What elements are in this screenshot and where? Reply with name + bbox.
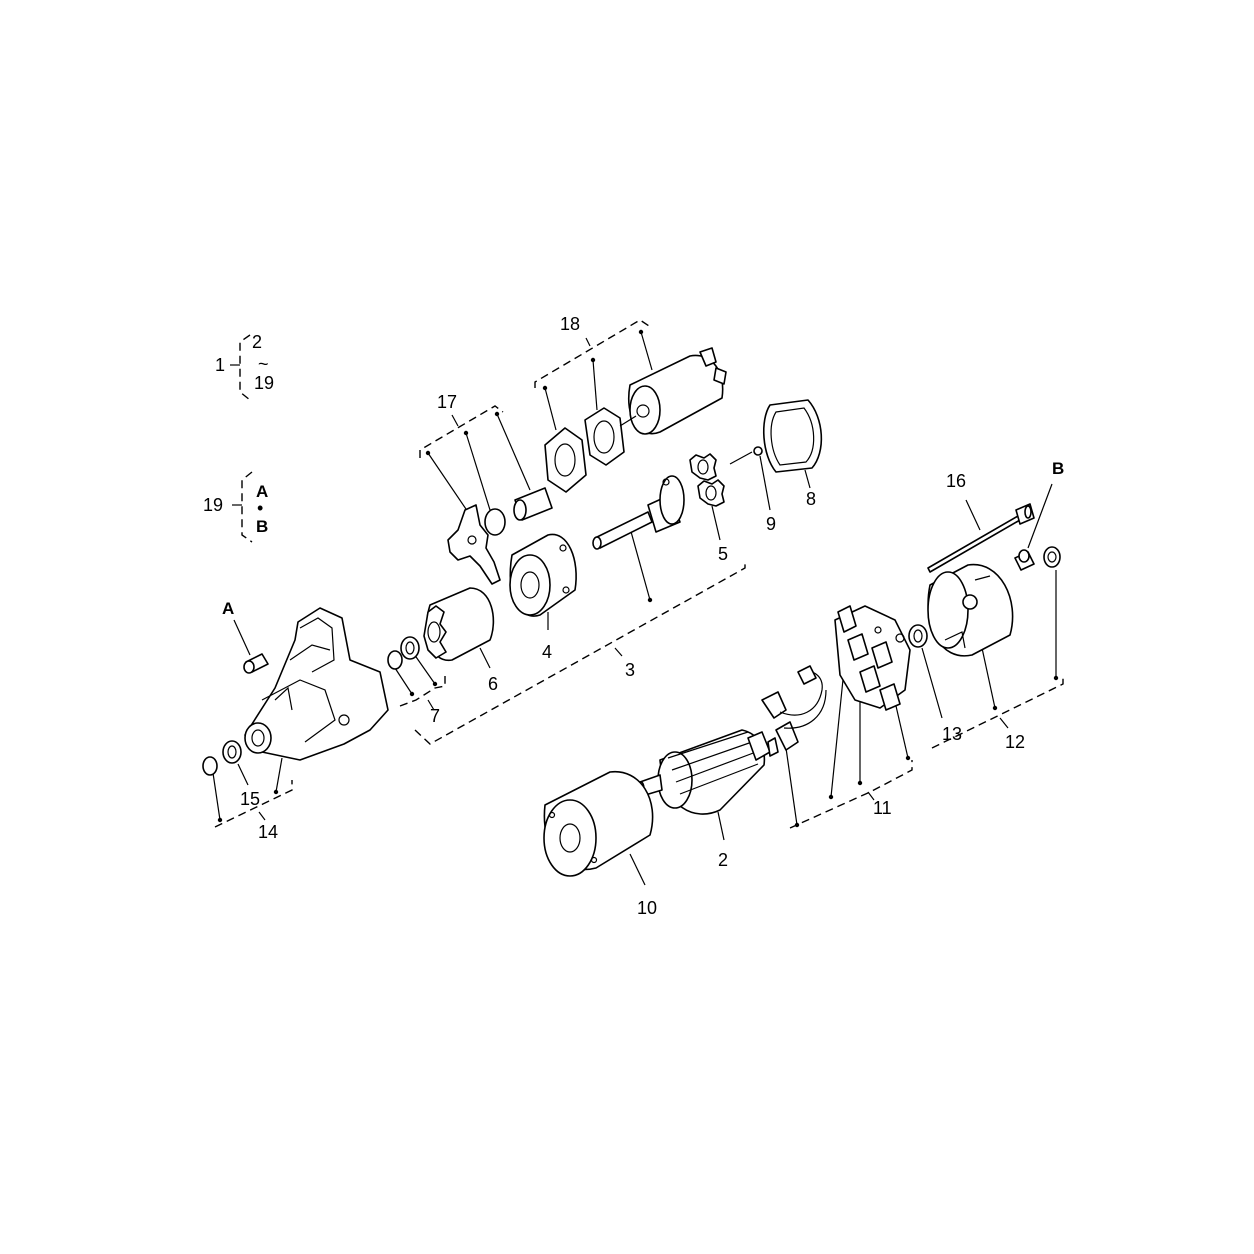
label-17: 17: [437, 392, 457, 412]
screw-A: [243, 653, 269, 674]
seal-ring: [484, 508, 506, 536]
label-B-legend: B: [256, 517, 268, 536]
solenoid-body: [619, 347, 727, 435]
brush-holder-group: 11: [761, 605, 913, 829]
screw-B: [1014, 549, 1035, 571]
overrunning-clutch: [423, 587, 495, 661]
label-B: B: [1052, 459, 1064, 478]
rear-bushing: [908, 624, 928, 648]
solenoid-gasket: [544, 427, 587, 493]
label-10: 10: [637, 898, 657, 918]
steel-ball: [753, 446, 763, 456]
label-6: 6: [488, 674, 498, 694]
label-19: 19: [203, 495, 223, 515]
label-4: 4: [542, 642, 552, 662]
label-11: 11: [873, 798, 892, 818]
solenoid-plate: [584, 407, 625, 466]
label-dot: •: [257, 498, 263, 518]
stop-collar: [400, 636, 420, 660]
planet-gear-upper: [689, 453, 717, 481]
front-washer: [202, 756, 218, 776]
label-13: 13: [942, 724, 962, 744]
label-16: 16: [946, 471, 966, 491]
label-8: 8: [806, 489, 816, 509]
label-18: 18: [560, 314, 580, 334]
plunger-spring: [513, 487, 553, 521]
label-12: 12: [1005, 732, 1025, 752]
label-2: 2: [718, 850, 728, 870]
label-14: 14: [258, 822, 278, 842]
through-bolt: [927, 503, 1035, 573]
end-cap: [1043, 546, 1061, 568]
lever-assembly: 17: [419, 392, 553, 585]
rear-bracket: [927, 563, 1014, 657]
brush-lead: [761, 665, 827, 751]
label-3: 3: [625, 660, 635, 680]
label-9: 9: [766, 514, 776, 534]
yoke: [543, 770, 654, 877]
label-1: 1: [215, 355, 225, 375]
gear-assembly-group: 3 4 5: [414, 399, 823, 745]
planet-gear-lower: [697, 479, 725, 507]
armature: [637, 729, 779, 815]
label-tilde: ~: [258, 354, 269, 374]
label-15: 15: [240, 789, 260, 809]
front-bracket-group: A 15 14: [202, 599, 389, 842]
label-7: 7: [430, 706, 440, 726]
rear-bracket-group: 12 13: [908, 546, 1064, 752]
drive-lever: [447, 504, 501, 585]
legend-kit-19: 19 A • B: [203, 471, 268, 543]
pinion-shaft: [592, 475, 685, 550]
snap-ring: [387, 650, 403, 670]
packing-ring: [762, 399, 823, 473]
stop-collar-group: 7: [387, 636, 446, 726]
legend-kit-1: 1 2 ~ 19: [215, 332, 274, 401]
internal-gear-housing: [509, 533, 577, 617]
front-bushing: [222, 740, 242, 764]
brush-holder: [834, 605, 911, 711]
front-bracket-housing: [244, 607, 389, 761]
label-5: 5: [718, 544, 728, 564]
label-A: A: [222, 599, 234, 618]
solenoid-assembly: 18: [534, 314, 727, 493]
label-2-range-start: 2: [252, 332, 262, 352]
label-A-legend: A: [256, 482, 268, 501]
label-19-range-end: 19: [254, 373, 274, 393]
